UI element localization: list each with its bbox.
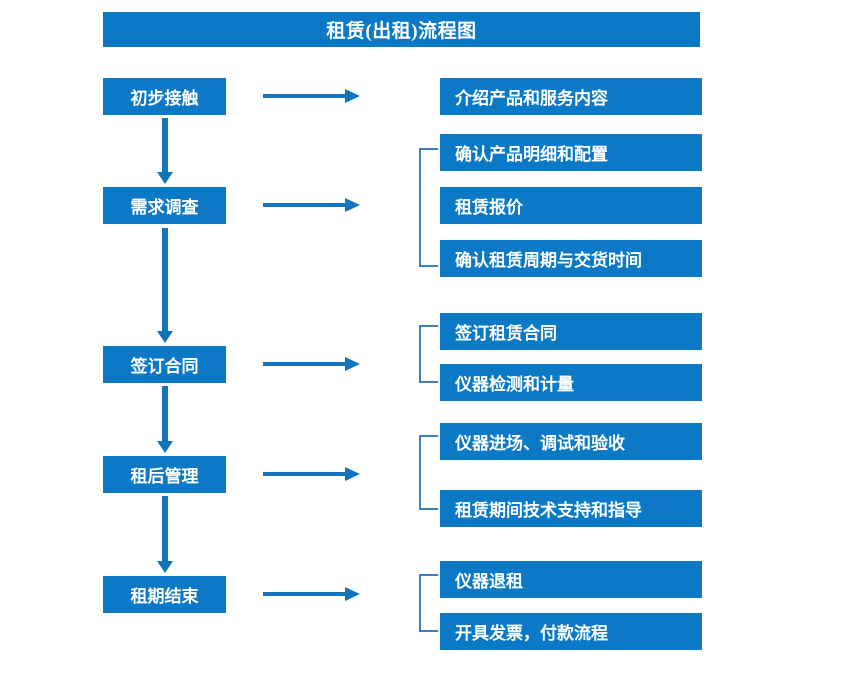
group-bracket-contract: [419, 325, 438, 383]
detail-box-10[interactable]: 开具发票，付款流程: [440, 613, 702, 650]
detail-box-7[interactable]: 仪器进场、调试和验收: [440, 423, 702, 460]
arrow-shaft: [263, 472, 347, 476]
stage-box-4[interactable]: 租后管理: [103, 456, 226, 493]
stage-to-detail-arrow-5: [263, 587, 360, 601]
arrow-head-down-icon: [157, 561, 173, 573]
arrow-shaft: [162, 386, 168, 441]
detail-box-4[interactable]: 确认租赁周期与交货时间: [440, 240, 702, 277]
arrow-head-right-icon: [345, 198, 360, 212]
stage-connector-arrow-4: [157, 496, 173, 573]
arrow-shaft: [263, 203, 347, 207]
detail-box-label: 租赁报价: [455, 198, 523, 217]
detail-box-1[interactable]: 介绍产品和服务内容: [440, 78, 702, 115]
stage-box-label: 租期结束: [130, 587, 199, 606]
stage-box-1[interactable]: 初步接触: [103, 78, 226, 115]
detail-box-3[interactable]: 租赁报价: [440, 187, 702, 224]
arrow-head-down-icon: [157, 331, 173, 343]
stage-to-detail-arrow-2: [263, 198, 360, 212]
arrow-head-down-icon: [157, 441, 173, 453]
stage-connector-arrow-1: [157, 118, 173, 184]
detail-box-label: 介绍产品和服务内容: [455, 89, 608, 108]
detail-box-label: 开具发票，付款流程: [455, 624, 608, 643]
group-bracket-management: [419, 435, 438, 510]
detail-box-9[interactable]: 仪器退租: [440, 561, 702, 598]
arrow-shaft: [162, 118, 168, 172]
group-bracket-requirements: [419, 148, 438, 267]
detail-box-label: 签订租赁合同: [455, 324, 557, 343]
arrow-head-right-icon: [345, 587, 360, 601]
arrow-shaft: [263, 94, 347, 98]
stage-box-2[interactable]: 需求调查: [103, 187, 226, 224]
stage-box-label: 需求调查: [130, 198, 199, 217]
arrow-head-right-icon: [345, 89, 360, 103]
stage-box-label: 租后管理: [130, 467, 199, 486]
stage-connector-arrow-3: [157, 386, 173, 453]
stage-box-5[interactable]: 租期结束: [103, 576, 226, 613]
group-bracket-closing: [419, 574, 438, 632]
detail-box-label: 仪器检测和计量: [455, 375, 574, 394]
detail-box-label: 仪器进场、调试和验收: [455, 434, 625, 453]
stage-connector-arrow-2: [157, 228, 173, 343]
arrow-shaft: [162, 228, 168, 331]
detail-box-label: 确认产品明细和配置: [455, 145, 608, 164]
stage-box-label: 初步接触: [130, 89, 199, 108]
detail-box-label: 租赁期间技术支持和指导: [455, 501, 642, 520]
arrow-shaft: [263, 592, 347, 596]
detail-box-2[interactable]: 确认产品明细和配置: [440, 134, 702, 171]
arrow-head-right-icon: [345, 467, 360, 481]
arrow-shaft: [162, 496, 168, 561]
stage-to-detail-arrow-3: [263, 357, 360, 371]
detail-box-6[interactable]: 仪器检测和计量: [440, 364, 702, 401]
detail-box-5[interactable]: 签订租赁合同: [440, 313, 702, 350]
stage-to-detail-arrow-4: [263, 467, 360, 481]
detail-box-label: 仪器退租: [455, 572, 523, 591]
stage-box-3[interactable]: 签订合同: [103, 346, 226, 383]
detail-box-label: 确认租赁周期与交货时间: [455, 251, 642, 270]
arrow-head-right-icon: [345, 357, 360, 371]
arrow-shaft: [263, 362, 347, 366]
detail-box-8[interactable]: 租赁期间技术支持和指导: [440, 490, 702, 527]
stage-box-label: 签订合同: [130, 357, 199, 376]
arrow-head-down-icon: [157, 172, 173, 184]
page-title: 租赁(出租)流程图: [103, 12, 700, 47]
stage-to-detail-arrow-1: [263, 89, 360, 103]
